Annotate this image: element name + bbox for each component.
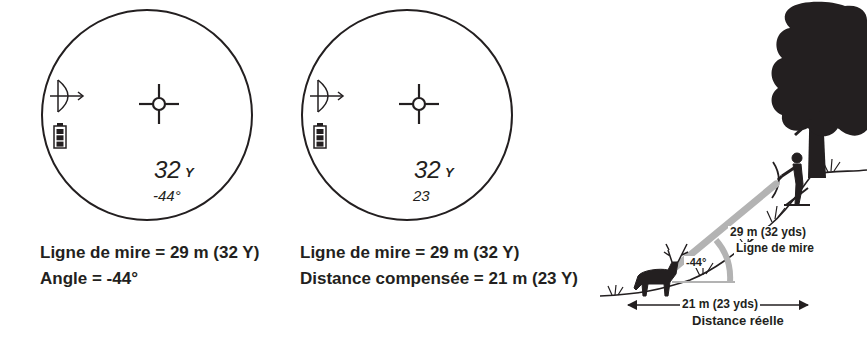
illustration-label: -44° xyxy=(684,256,708,268)
display-reading: 32 xyxy=(154,158,181,182)
caption-line: Ligne de mire = 29 m (32 Y) xyxy=(38,244,261,263)
caption-line: Distance compensée = 21 m (23 Y) xyxy=(298,270,580,289)
display-reading: Y xyxy=(445,166,454,179)
display-outline xyxy=(40,8,254,222)
display-reading: 32 xyxy=(414,158,441,182)
display-outline xyxy=(300,8,514,222)
illustration-label: 29 m (32 yds) xyxy=(728,226,808,239)
caption-line: Ligne de mire = 29 m (32 Y) xyxy=(298,244,521,263)
display-reading: -44° xyxy=(153,188,181,203)
caption-line: Angle = -44° xyxy=(38,270,140,289)
tree-branch xyxy=(795,110,840,135)
rangefinder-display: 32 Y 23 xyxy=(300,8,514,222)
illustration-label: Distance réelle xyxy=(690,314,786,328)
hunter-figure xyxy=(772,153,803,204)
grass-tufts xyxy=(608,159,840,295)
display-reading: Y xyxy=(185,166,194,179)
display-reading: 23 xyxy=(413,188,430,203)
hill-slope xyxy=(600,170,867,296)
deer-figure xyxy=(634,244,688,296)
illustration-label: 21 m (23 yds) xyxy=(680,298,760,311)
illustration-label: Ligne de mire xyxy=(734,242,816,255)
rangefinder-display: 32 Y -44° xyxy=(40,8,254,222)
horizontal-reference xyxy=(672,281,735,283)
tree-canopy xyxy=(772,2,867,137)
angle-arc xyxy=(716,240,730,282)
